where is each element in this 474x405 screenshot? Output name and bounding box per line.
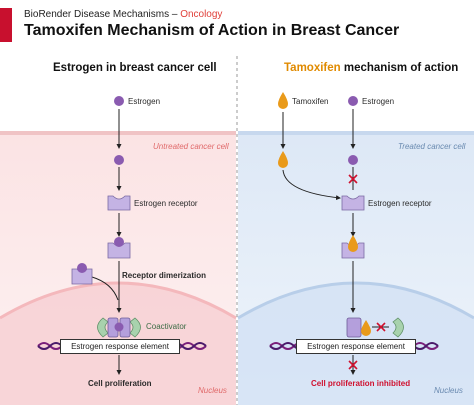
left-ere-box: Estrogen response element [60, 339, 180, 354]
page-title: Tamoxifen Mechanism of Action in Breast … [24, 22, 400, 39]
coactivator-icon [392, 317, 404, 338]
bound-estrogen-icon [77, 263, 87, 273]
estrogen-molecule-icon [348, 96, 358, 106]
right-panel-title-accent: Tamoxifen [284, 62, 341, 74]
bound-tamoxifen-icon [348, 235, 358, 252]
arrow [91, 276, 119, 301]
inhibition-x-icon [348, 360, 358, 370]
arrow [282, 169, 341, 201]
right-ere-box: Estrogen response element [296, 339, 416, 354]
right-panel-title: Tamoxifen mechanism of action [284, 62, 459, 74]
estrogen-receptor-icon [107, 195, 131, 211]
estrogen-molecule-icon [114, 96, 124, 106]
estrogen-receptor-icon [341, 195, 365, 211]
left-nucleus-label: Nucleus [198, 386, 227, 395]
right-nucleus-label: Nucleus [434, 386, 463, 395]
bound-tamoxifen-icon [361, 320, 371, 336]
right-receptor-label: Estrogen receptor [368, 199, 432, 208]
left-nucleus-envelope [0, 281, 237, 320]
right-nucleus-envelope [237, 281, 474, 320]
tamoxifen-molecule-icon [278, 92, 288, 109]
left-outcome-label: Cell proliferation [88, 379, 152, 388]
right-outcome-label: Cell proliferation inhibited [311, 379, 411, 388]
right-zone-label: Treated cancer cell [398, 142, 466, 151]
header-subtitle: BioRender Disease Mechanisms – Oncology [24, 9, 223, 20]
tamoxifen-label: Tamoxifen [292, 97, 329, 106]
left-receptor-label: Estrogen receptor [134, 199, 198, 208]
right-estrogen-label: Estrogen [362, 97, 395, 106]
estrogen-molecule-icon [348, 155, 358, 165]
bound-estrogen-icon [114, 237, 124, 247]
brand-accent-bar [0, 8, 12, 42]
inhibition-x-icon [376, 322, 386, 332]
coactivator-label: Coactivator [146, 322, 187, 331]
receptor-on-dna-icon [346, 317, 362, 338]
left-panel-title: Estrogen in breast cancer cell [53, 62, 217, 74]
tamoxifen-molecule-icon [278, 151, 288, 168]
inhibition-x-icon [348, 174, 358, 184]
left-estrogen-label: Estrogen [128, 97, 161, 106]
dimerization-label: Receptor dimerization [122, 271, 207, 280]
header-subtitle-accent: Oncology [180, 9, 223, 20]
estrogen-molecule-icon [114, 155, 124, 165]
bound-estrogen-icon [114, 322, 124, 332]
left-zone-label: Untreated cancer cell [153, 142, 229, 151]
